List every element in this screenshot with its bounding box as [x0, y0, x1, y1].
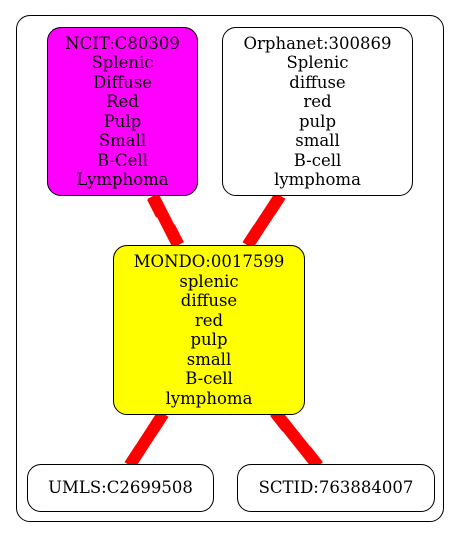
node-umls[interactable]: UMLS:C2699508: [27, 464, 214, 512]
node-sctid[interactable]: SCTID:763884007: [237, 464, 435, 512]
node-label-line: lymphoma: [274, 170, 361, 189]
node-label-line: Lymphoma: [76, 170, 169, 189]
node-id-label: SCTID:763884007: [258, 478, 414, 498]
node-label-line: red: [194, 310, 224, 330]
edge-mondo-umls: [124, 410, 169, 469]
node-label-line: red: [303, 92, 332, 111]
node-label-line: lymphoma: [165, 388, 253, 408]
edge-ncit-mondo: [147, 193, 184, 248]
node-label-line: small: [295, 131, 340, 150]
node-label-line: B-Cell: [97, 150, 148, 170]
node-label-line: Small: [98, 131, 147, 150]
node-label-line: splenic: [179, 271, 239, 291]
node-label-line: Pulp: [103, 111, 142, 131]
edge-orphanet-mondo: [242, 192, 286, 249]
node-label-line: diffuse: [180, 291, 238, 310]
node-label-line: Red: [106, 92, 139, 111]
edge-mondo-sctid: [270, 408, 323, 470]
node-id-label: MONDO:0017599: [133, 252, 285, 271]
node-label-line: Diffuse: [92, 72, 153, 92]
node-label-line: small: [186, 349, 232, 369]
node-label-line: B-cell: [293, 150, 342, 170]
node-label-line: Splenic: [91, 53, 154, 72]
node-id-label: NCIT:C80309: [65, 33, 180, 53]
node-label-line: B-cell: [185, 369, 233, 388]
node-id-label: UMLS:C2699508: [48, 478, 193, 498]
node-id-label: Orphanet:300869: [243, 33, 392, 53]
node-label-line: pulp: [298, 111, 337, 131]
node-label-line: diffuse: [289, 72, 346, 92]
node-label-line: pulp: [190, 330, 228, 349]
node-label-line: Splenic: [286, 53, 349, 72]
